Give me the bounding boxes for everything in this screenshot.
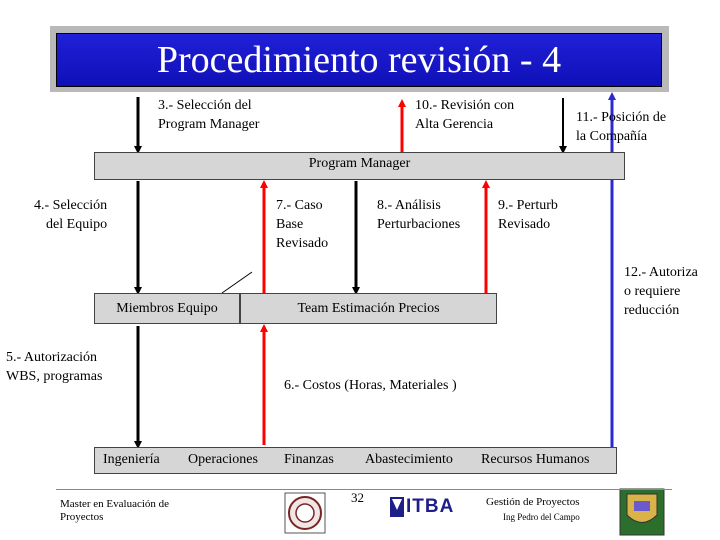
connector-line: [221, 271, 253, 294]
dept-recursos-humanos: Recursos Humanos: [481, 452, 590, 467]
label-step6: 6.- Costos (Horas, Materiales ): [284, 378, 457, 393]
footer-left-line1: Master en Evaluación de: [60, 498, 170, 510]
page-title: Procedimiento revisión - 4: [156, 39, 562, 81]
label-step12-line2: o requiere: [624, 284, 681, 299]
miembros-equipo-label: Miembros Equipo: [116, 301, 218, 316]
team-estimacion-box: [240, 293, 497, 324]
label-step7-line2: Base: [276, 217, 304, 232]
seal-icon-right: [619, 488, 665, 536]
label-step3-line1: 3.- Selección del: [158, 98, 252, 113]
dept-finanzas: Finanzas: [284, 452, 334, 467]
label-step8-line1: 8.- Análisis: [377, 198, 441, 213]
miembros-equipo-box: [94, 293, 240, 324]
label-step5: 5.- Autorización WBS, programas: [6, 348, 102, 386]
label-step4-line1: 4.- Selección: [34, 198, 108, 213]
footer-right-line1: Gestión de Proyectos: [486, 496, 580, 508]
label-step9-line2: Revisado: [498, 217, 551, 232]
label-step5-line1: 5.- Autorización: [6, 350, 97, 365]
label-step3-line2: Program Manager: [158, 117, 260, 132]
team-estimacion-label: Team Estimación Precios: [297, 301, 440, 316]
label-step8: 8.- Análisis Perturbaciones: [377, 196, 460, 234]
dept-ingenieria: Ingeniería: [103, 452, 160, 467]
label-step4-line2: del Equipo: [46, 217, 108, 232]
label-step8-line2: Perturbaciones: [377, 217, 461, 232]
dept-abastecimiento: Abastecimiento: [365, 452, 453, 467]
label-step11: 11.- Posición de la Compañía: [576, 108, 666, 146]
departments-box: [94, 447, 617, 474]
label-step12-line3: reducción: [624, 303, 680, 318]
label-step9: 9.- Perturb Revisado: [498, 196, 558, 234]
seal-icon-left: [284, 492, 326, 534]
footer-left: Master en Evaluación de Proyectos: [60, 498, 169, 524]
footer-divider: [56, 489, 672, 490]
label-step12-line1: 12.- Autoriza: [624, 265, 698, 280]
label-step7: 7.- Caso Base Revisado: [276, 196, 328, 253]
label-step11-line1: 11.- Posición de: [576, 110, 667, 125]
label-step10: 10.- Revisión con Alta Gerencia: [415, 96, 514, 134]
label-step11-line2: la Compañía: [576, 129, 648, 144]
label-step9-line1: 9.- Perturb: [498, 198, 558, 213]
program-manager-label: Program Manager: [308, 156, 411, 171]
label-step10-line2: Alta Gerencia: [415, 117, 494, 132]
itba-logo-text: ITBA: [406, 496, 455, 517]
page-number: 32: [351, 490, 364, 505]
program-manager-box: [94, 152, 625, 180]
title-banner: [56, 33, 662, 87]
label-step10-line1: 10.- Revisión con: [415, 98, 515, 113]
label-step12: 12.- Autoriza o requiere reducción: [624, 263, 698, 320]
label-step4: 4.- Selección del Equipo: [34, 196, 107, 234]
itba-logo-mark: [390, 497, 404, 517]
label-step5-line2: WBS, programas: [6, 369, 103, 384]
dept-operaciones: Operaciones: [188, 452, 258, 467]
footer-right-line2: Ing Pedro del Campo: [503, 512, 580, 522]
label-step7-line3: Revisado: [276, 236, 329, 251]
label-step3: 3.- Selección del Program Manager: [158, 96, 259, 134]
label-step7-line1: 7.- Caso: [276, 198, 323, 213]
footer-left-line2: Proyectos: [60, 511, 104, 523]
